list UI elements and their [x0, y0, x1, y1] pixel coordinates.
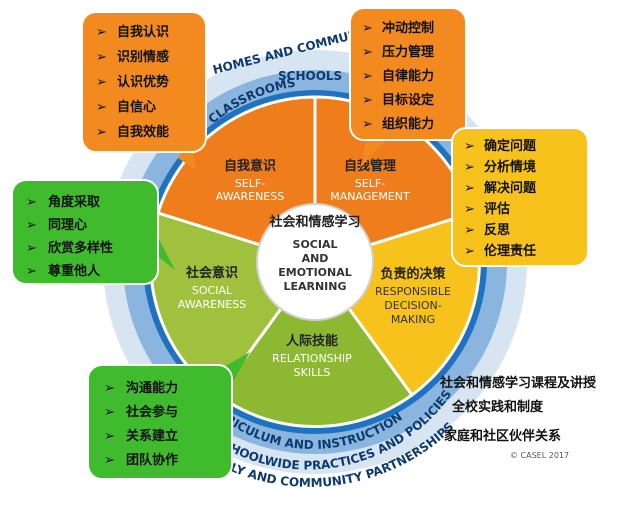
bubble-r-arrow-4: ➢	[104, 453, 115, 468]
self-management-cn: 自我管理	[344, 158, 396, 174]
bubble-r-arrow-2: ➢	[104, 405, 115, 420]
bubble-sm-arrow-5: ➢	[362, 117, 373, 132]
bubble-s-arrow-1: ➢	[26, 195, 37, 210]
bubble-d-arrow-3: ➢	[464, 181, 475, 196]
self-awareness-en2: AWARENESS	[216, 190, 284, 203]
center-cn: 社会和情感学习	[268, 214, 360, 230]
center-en4: LEARNING	[283, 280, 346, 293]
bubble-r-item-4: 团队协作	[126, 452, 178, 468]
bubble-sa-arrow-1: ➢	[96, 25, 107, 40]
bubble-sm-arrow-4: ➢	[362, 93, 373, 108]
bubble-sa-item-2: 识别情感	[117, 49, 169, 65]
self-management-en1: SELF-	[355, 177, 385, 190]
relationship-en1: RELATIONSHIP	[272, 352, 352, 365]
bubble-sm-arrow-2: ➢	[362, 45, 373, 60]
social-awareness-cn: 社会意识	[185, 265, 238, 281]
bubble-sm-item-3: 自律能力	[382, 68, 434, 84]
center-en1: SOCIAL	[293, 238, 338, 251]
bubble-sm-arrow-1: ➢	[362, 21, 373, 36]
relationship-cn: 人际技能	[286, 333, 338, 349]
bubble-sa-item-1: 自我认识	[117, 24, 169, 40]
bubble-sa-item-5: 自我效能	[117, 124, 169, 140]
self-management-en2: MANAGEMENT	[330, 190, 410, 203]
bubble-s-item-4: 尊重他人	[48, 263, 101, 279]
legend-partnerships: 家庭和社区伙伴关系	[444, 428, 561, 444]
bubble-r-item-3: 关系建立	[126, 428, 178, 444]
bubble-sa-item-3: 认识优势	[117, 74, 169, 90]
bubble-self-management: ➢ 冲动控制 ➢ 压力管理 ➢ 自律能力 ➢ 目标设定 ➢ 组织能力	[349, 7, 467, 168]
bubble-social: ➢ 角度采取 ➢ 同理心 ➢ 欣赏多样性 ➢ 尊重他人	[11, 179, 175, 285]
copyright: © CASEL 2017	[510, 451, 569, 460]
bubble-sm-item-1: 冲动控制	[382, 20, 434, 36]
relationship-en2: SKILLS	[294, 366, 331, 379]
bubble-s-item-2: 同理心	[48, 218, 87, 233]
bubble-d-item-3: 解决问题	[483, 180, 537, 196]
bubble-d-item-2: 分析情境	[484, 159, 536, 175]
bubble-sm-item-5: 组织能力	[382, 116, 434, 132]
bubble-sa-arrow-4: ➢	[96, 100, 107, 115]
legend-practices: 全校实践和制度	[451, 399, 544, 415]
bubble-self-awareness: ➢ 自我认识 ➢ 识别情感 ➢ 认识优势 ➢ 自信心 ➢ 自我效能	[81, 11, 207, 170]
decision-en3: MAKING	[391, 313, 435, 326]
bubble-s-arrow-3: ➢	[26, 241, 37, 256]
social-awareness-en1: SOCIAL	[192, 284, 233, 297]
self-awareness-en1: SELF-	[235, 177, 265, 190]
bubble-d-arrow-6: ➢	[464, 244, 475, 259]
bubble-sm-arrow-3: ➢	[362, 69, 373, 84]
decision-en2: DECISION-	[384, 299, 441, 312]
bubble-d-arrow-4: ➢	[464, 202, 475, 217]
center-circle	[256, 203, 374, 321]
schools-ring-label: SCHOOLS	[278, 69, 342, 83]
bubble-r-item-1: 沟通能力	[126, 380, 178, 396]
bubble-r-arrow-1: ➢	[104, 381, 115, 396]
bubble-sm-item-2: 压力管理	[382, 44, 434, 60]
bubble-sa-arrow-3: ➢	[96, 75, 107, 90]
center-en3: EMOTIONAL	[278, 266, 352, 279]
bubble-decision: ➢ 确定问题 ➢ 分析情境 ➢ 解决问题 ➢ 评估 ➢ 反思 ➢ 伦理责任	[440, 127, 589, 267]
bubble-d-arrow-5: ➢	[464, 223, 475, 238]
bubble-sm-item-4: 目标设定	[382, 92, 434, 108]
decision-cn: 负责的决策	[380, 266, 446, 282]
bubble-s-arrow-4: ➢	[26, 264, 37, 279]
bubble-d-item-4: 评估	[484, 201, 510, 217]
bubble-r-arrow-3: ➢	[104, 429, 115, 444]
bubble-sa-item-4: 自信心	[117, 99, 156, 115]
bubble-s-arrow-2: ➢	[26, 218, 37, 233]
legend-curriculum: 社会和情感学习课程及讲授	[439, 375, 597, 391]
bubble-sa-arrow-5: ➢	[96, 125, 107, 140]
bubble-d-arrow-2: ➢	[464, 160, 475, 175]
center-en2: AND	[302, 252, 329, 265]
segment-relationship[interactable]	[215, 259, 415, 429]
decision-en1: RESPONSIBLE	[375, 285, 451, 298]
bubble-s-item-3: 欣赏多样性	[48, 240, 113, 256]
bubble-d-arrow-1: ➢	[464, 139, 475, 154]
bubble-s-item-1: 角度采取	[48, 194, 101, 210]
social-awareness-en2: AWARENESS	[178, 298, 246, 311]
bubble-d-item-6: 伦理责任	[484, 243, 536, 259]
bubble-relationship: ➢ 沟通能力 ➢ 社会参与 ➢ 关系建立 ➢ 团队协作	[87, 352, 250, 480]
self-awareness-cn: 自我意识	[224, 158, 276, 174]
bubble-sa-arrow-2: ➢	[96, 50, 107, 65]
bubble-d-item-5: 反思	[484, 222, 510, 238]
bubble-r-item-2: 社会参与	[125, 404, 178, 420]
bubble-d-item-1: 确定问题	[484, 138, 537, 154]
